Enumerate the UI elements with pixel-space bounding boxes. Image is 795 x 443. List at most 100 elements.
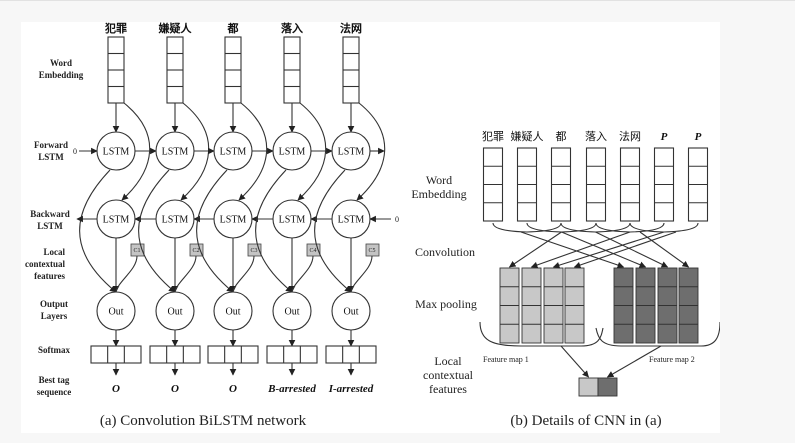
softmax-vector [207, 345, 259, 364]
svg-text:Embedding: Embedding [411, 187, 466, 201]
svg-text:sequence: sequence [37, 387, 72, 397]
local-contextual-feature-vector [578, 377, 618, 397]
arrow-forward-to-output [79, 169, 117, 293]
word-embedding-vector [283, 36, 301, 104]
lstm-label: LSTM [162, 215, 189, 226]
arrow-context-to-output [291, 255, 314, 293]
softmax-vector [90, 345, 142, 364]
conv-arrow-to-map-1 [552, 231, 665, 269]
convolution-arrows [508, 231, 690, 269]
caption-a: (a) Convolution BiLSTM network [100, 413, 307, 429]
word-embedding-vector [166, 36, 184, 104]
arrow-context-to-output [232, 255, 255, 293]
svg-text:features: features [429, 382, 467, 396]
pool-arrow-map-1 [560, 345, 589, 378]
conv-arrow-to-map-1 [508, 231, 562, 268]
svg-text:LSTM: LSTM [38, 152, 64, 162]
arrow-context-to-output [174, 255, 197, 293]
row-label-forward-lstm: Forward LSTM [34, 140, 68, 162]
cnn-token-label: 都 [556, 130, 567, 143]
svg-text:contextual: contextual [25, 259, 65, 269]
row-label-output-layers: Output Layers [40, 299, 68, 321]
best-tag: O [229, 383, 237, 395]
cnn-word-embedding-vector [653, 147, 675, 222]
backward-initial-state: 0 [395, 215, 399, 224]
b-row-label-max-pooling: Max pooling [415, 297, 477, 311]
out-label: Out [285, 307, 300, 318]
context-feature-label: C4 [309, 248, 316, 254]
softmax-box [325, 345, 377, 364]
softmax-box [207, 345, 259, 364]
row-label-softmax: Softmax [38, 345, 70, 355]
svg-text:Output: Output [40, 299, 68, 309]
word-embedding-vector [342, 36, 360, 104]
conv-arrow-to-map-1 [573, 231, 677, 269]
arrow-forward-to-output [255, 169, 293, 293]
convolution-windows [492, 222, 699, 233]
arrow-forward-to-output [196, 169, 234, 293]
lstm-label: LSTM [338, 215, 365, 226]
panel-a-bilstm: Word Embedding Forward LSTM Backward LST… [25, 22, 399, 429]
svg-text:Word: Word [50, 58, 72, 68]
row-label-backward-lstm: Backward LSTM [30, 209, 70, 231]
token-label: 法网 [340, 22, 362, 35]
svg-text:Embedding: Embedding [39, 70, 84, 80]
lstm-label: LSTM [220, 215, 247, 226]
arrow-context-to-output [115, 255, 138, 293]
conv-arrow-to-map-2 [639, 231, 690, 268]
svg-text:Local: Local [434, 354, 462, 368]
context-feature-label: C5 [368, 248, 375, 254]
context-feature-label: C3 [250, 248, 257, 254]
local-feature-cell-1 [578, 377, 599, 397]
feature-map-1 [499, 267, 585, 344]
caption-b: (b) Details of CNN in (a) [510, 413, 661, 429]
feature-map-2 [613, 267, 699, 344]
conv-arrow-to-map-1 [530, 231, 631, 269]
feature-map-1-label: Feature map 1 [483, 355, 529, 364]
cnn-token-label: 落入 [585, 130, 607, 143]
cnn-token-label: 嫌疑人 [511, 129, 544, 143]
lstm-label: LSTM [162, 147, 189, 158]
out-label: Out [168, 307, 183, 318]
figure: Word Embedding Forward LSTM Backward LST… [21, 22, 720, 433]
b-row-label-word-embedding: Word Embedding [411, 173, 466, 201]
token-label: 犯罪 [104, 22, 127, 35]
arrow-forward-to-output [314, 169, 352, 293]
out-label: Out [109, 307, 124, 318]
cnn-token-label: P [695, 131, 702, 143]
svg-text:Best tag: Best tag [39, 375, 70, 385]
token-label: 都 [227, 22, 239, 35]
softmax-vector [149, 345, 201, 364]
cnn-word-embedding-vector [619, 147, 641, 222]
softmax-box [90, 345, 142, 364]
cnn-word-embedding-vector [482, 147, 504, 222]
best-tag: O [112, 383, 120, 395]
svg-text:Word: Word [426, 173, 452, 187]
convolution-window-bracket [492, 222, 562, 233]
svg-text:Local: Local [44, 247, 66, 257]
lstm-label: LSTM [279, 147, 306, 158]
diagram-canvas: Word Embedding Forward LSTM Backward LST… [25, 22, 720, 429]
cnn-word-embedding-vector [687, 147, 709, 222]
lstm-label: LSTM [279, 215, 306, 226]
svg-text:contextual: contextual [423, 368, 474, 382]
cnn-word-embedding-vector [516, 147, 538, 222]
cnn-token-label: 犯罪 [482, 130, 504, 143]
token-label: 落入 [281, 22, 303, 35]
softmax-vector [266, 345, 318, 364]
word-embedding-vector [224, 36, 242, 104]
best-tag: O [171, 383, 179, 395]
cnn-token-label: 法网 [619, 129, 641, 143]
softmax-vector [325, 345, 377, 364]
conv-arrow-to-map-2 [561, 231, 647, 268]
pool-arrow-map-2 [606, 345, 662, 378]
local-feature-cell-2 [597, 377, 618, 397]
arrow-forward-to-output [138, 169, 176, 293]
cnn-word-embedding-vector [585, 147, 607, 222]
token-label: 嫌疑人 [158, 22, 193, 35]
softmax-box [266, 345, 318, 364]
svg-text:Forward: Forward [34, 140, 68, 150]
